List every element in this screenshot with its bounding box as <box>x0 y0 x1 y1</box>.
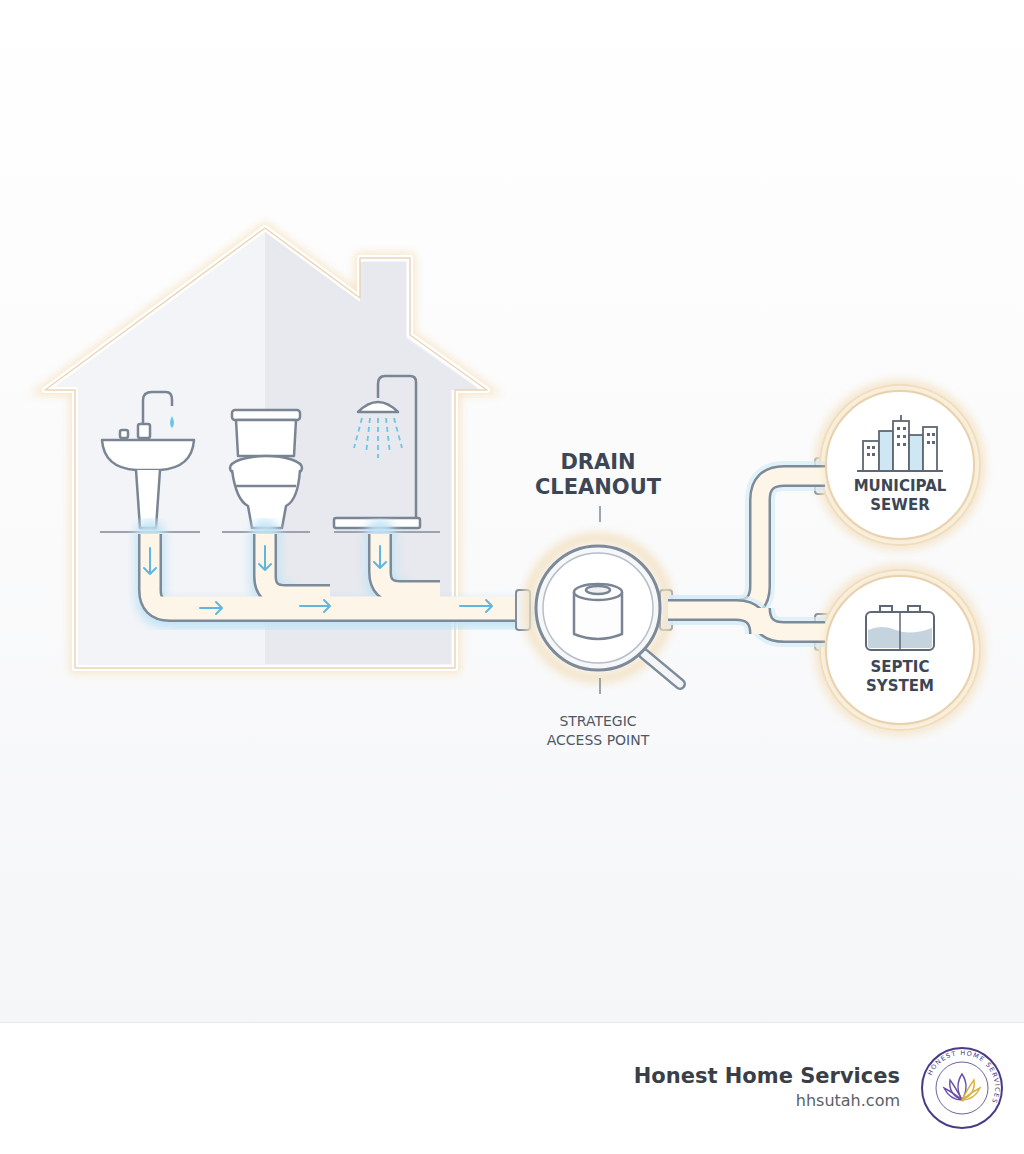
logo <box>922 1048 1002 1128</box>
brand-name: Honest Home Services <box>634 1064 900 1089</box>
destination-circle: MUNICIPAL SEWER <box>825 390 975 540</box>
logo-text: HONEST HOME SERVICES <box>926 1049 1001 1105</box>
city-icon <box>855 415 945 473</box>
brand-url: hhsutah.com <box>796 1091 900 1111</box>
node-heading: DRAIN CLEANOUT <box>528 450 668 500</box>
cleanout-node: DRAIN CLEANOUT STRATEGIC ACCESS POINT <box>528 450 668 750</box>
sewer-pipe <box>668 608 825 634</box>
sewer-pipe <box>668 476 825 610</box>
node-label: SEPTIC SYSTEM <box>844 658 956 696</box>
septic-tank-icon <box>860 604 940 654</box>
node-label: MUNICIPAL SEWER <box>844 477 956 515</box>
node-subtitle: STRATEGIC ACCESS POINT <box>533 712 663 750</box>
destination-circle: SEPTIC SYSTEM <box>825 575 975 725</box>
logo-text-wrap: HONEST HOME SERVICES <box>926 1049 1001 1105</box>
